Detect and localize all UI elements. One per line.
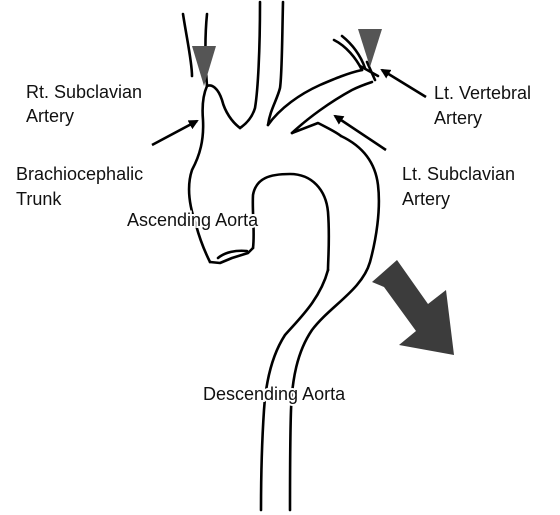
lt-subclavian-lower-wall <box>292 82 372 133</box>
rt-subclavian-outline-upper <box>183 14 192 76</box>
rt-subclavian-label-line2: Artery <box>26 106 74 126</box>
rt-subclavian-marker-icon <box>192 46 216 86</box>
lt-vertebral-stub-2 <box>342 36 365 68</box>
brachiocephalic-pointer-icon <box>152 121 197 145</box>
brachiocephalic-label-line2: Trunk <box>16 189 62 209</box>
lt-vertebral-pointer-icon <box>382 70 426 97</box>
vessel-outline <box>183 2 379 510</box>
lt-subclavian-pointer-icon <box>335 116 386 150</box>
brachiocephalic-carotid-crotch <box>207 86 240 128</box>
ascending-aorta-outer-wall <box>189 86 210 262</box>
lt-common-carotid-left-wall <box>240 2 260 128</box>
lt-common-carotid-right-wall <box>268 2 283 125</box>
descending-aorta-label: Descending Aorta <box>203 384 346 404</box>
flow-arrow-icon <box>372 260 454 355</box>
lt-subclavian-label-line2: Artery <box>402 189 450 209</box>
brachiocephalic-label-line1: Brachiocephalic <box>16 164 143 184</box>
lt-vertebral-label-line1: Lt. Vertebral <box>434 83 531 103</box>
rt-subclavian-label-line1: Rt. Subclavian <box>26 82 142 102</box>
lt-vertebral-label-line2: Artery <box>434 108 482 128</box>
descending-aorta-right-wall <box>290 136 379 510</box>
lt-subclavian-label-line1: Lt. Subclavian <box>402 164 515 184</box>
ascending-aorta-label: Ascending Aorta <box>127 210 259 230</box>
ascending-aorta-inner-wall <box>253 174 329 270</box>
